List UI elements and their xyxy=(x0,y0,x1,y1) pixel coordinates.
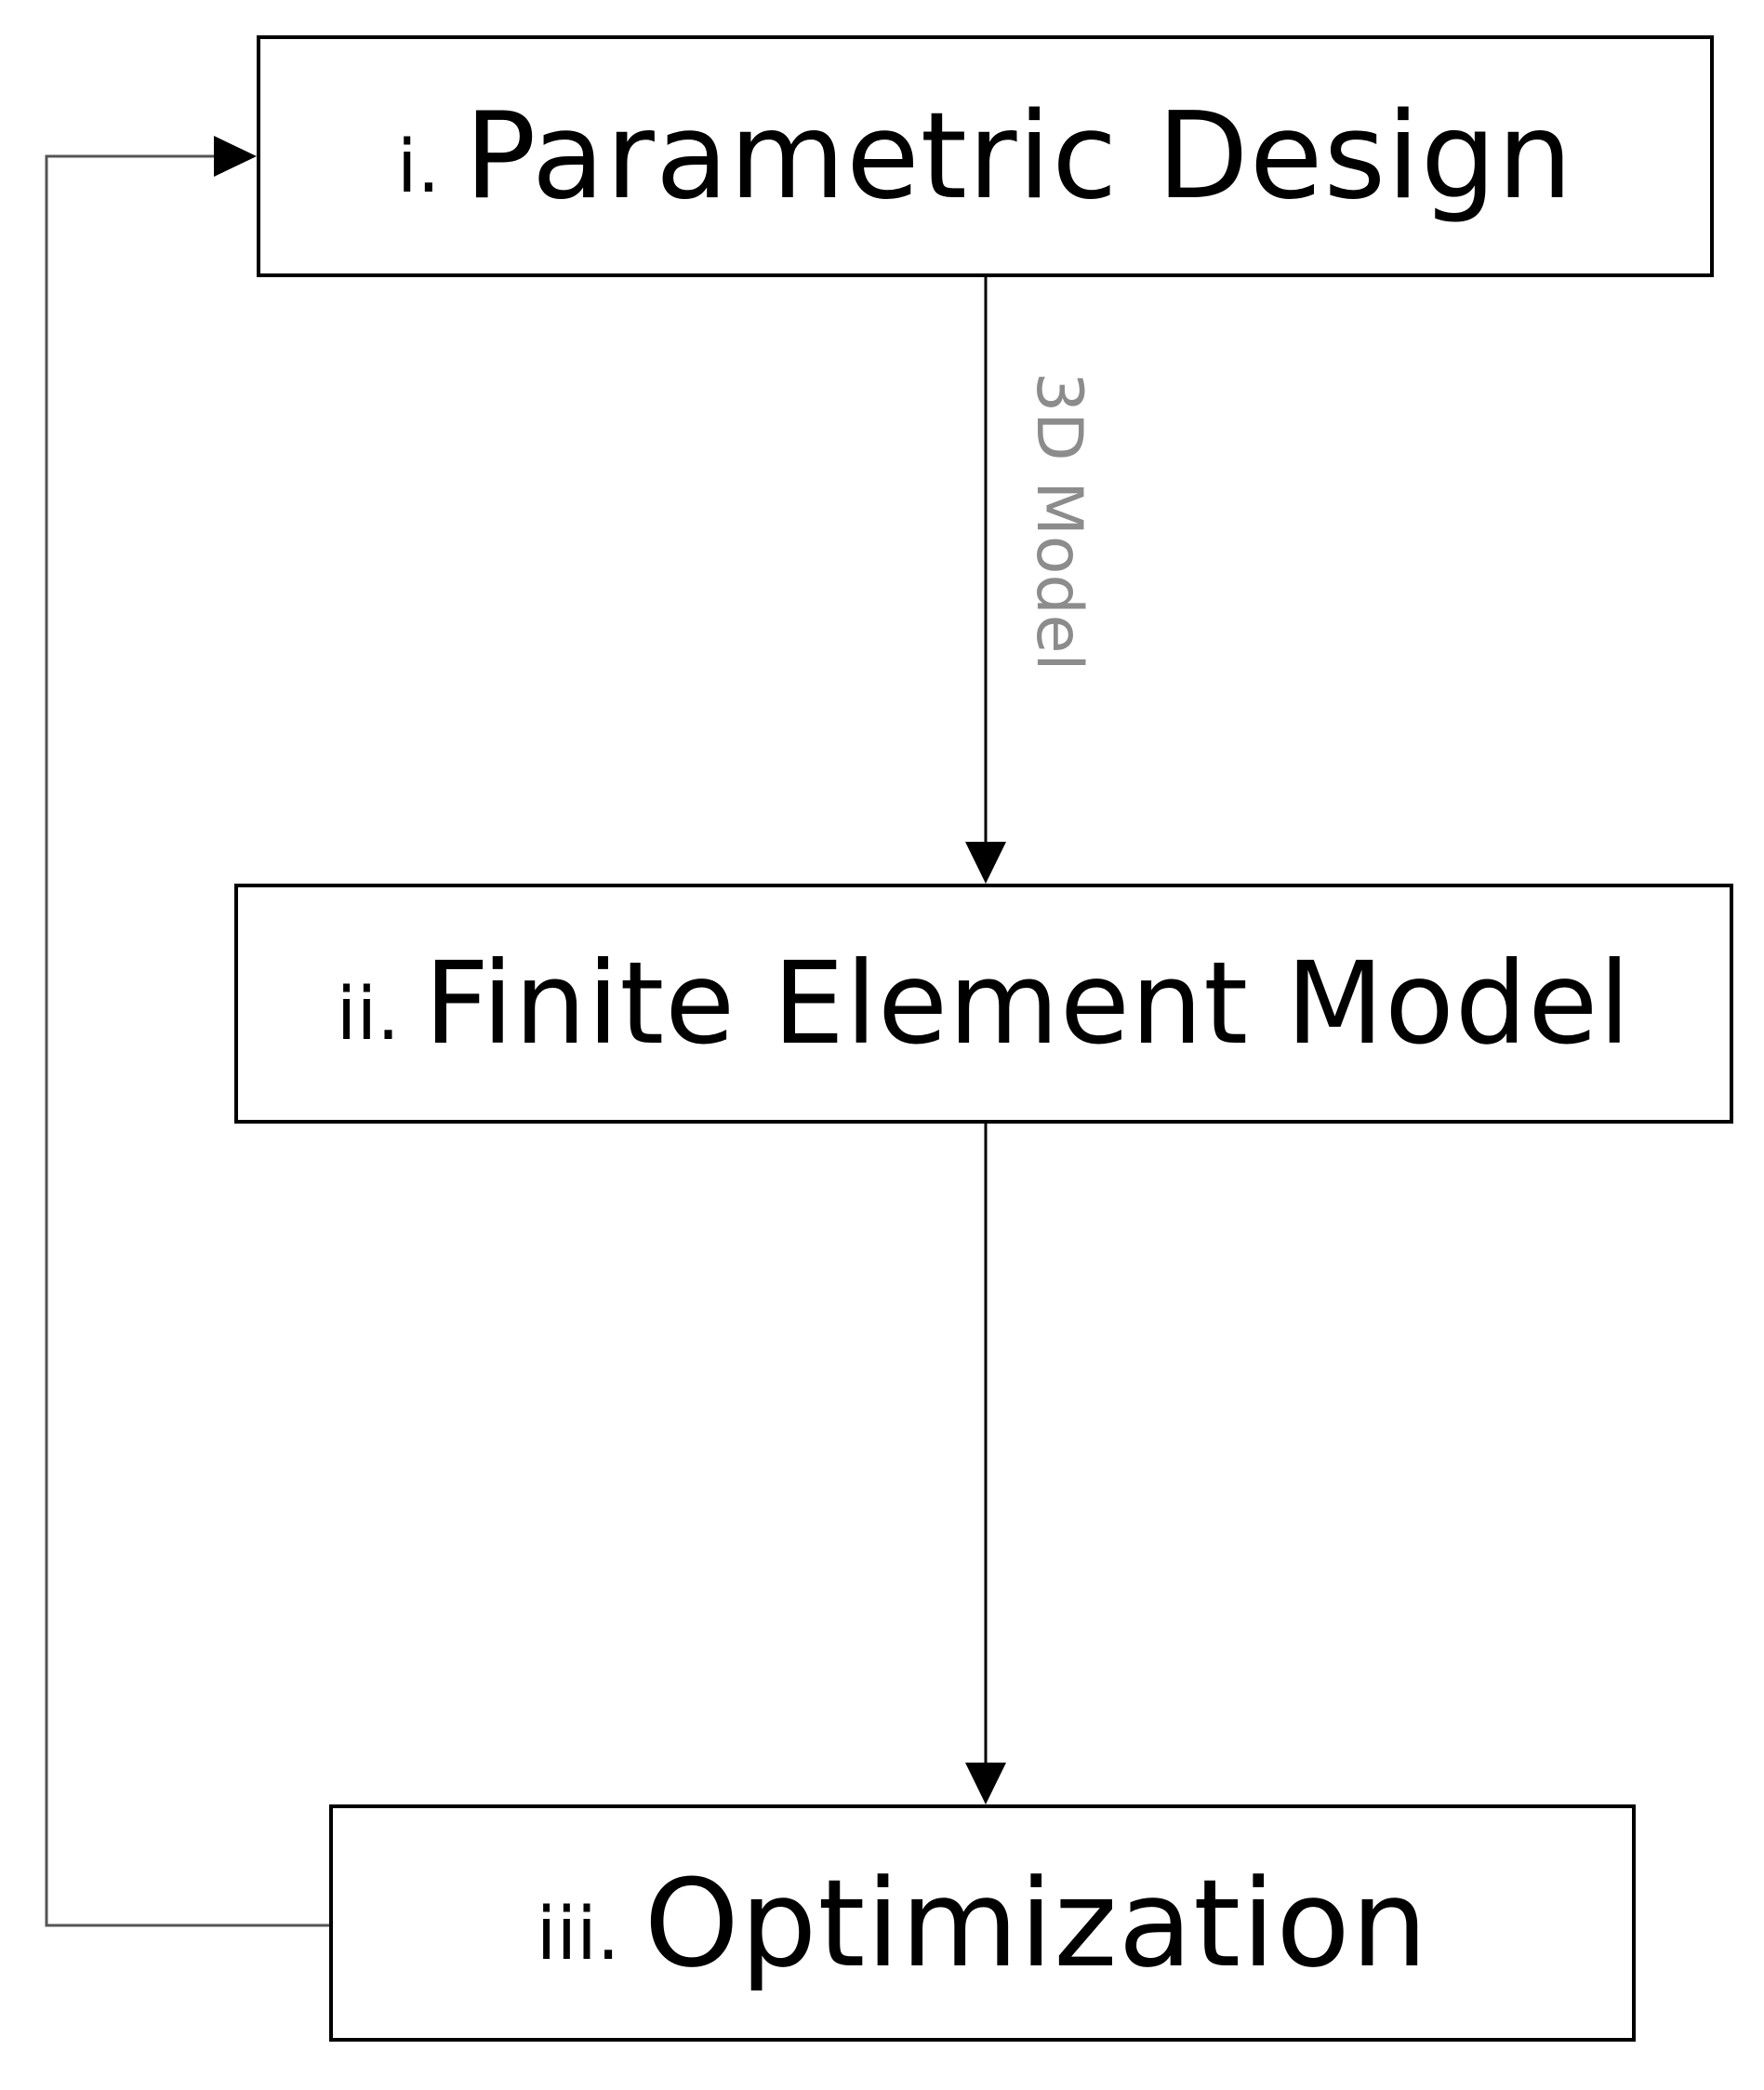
arrowhead-down-icon xyxy=(965,842,1006,884)
edge-parametric-to-fem xyxy=(965,277,1006,884)
node-finite-element-model[interactable]: ii. Finite Element Model xyxy=(234,884,1733,1124)
node-label: Finite Element Model xyxy=(423,938,1632,1070)
arrowhead-right-icon xyxy=(214,136,257,177)
node-label: Parametric Design xyxy=(464,87,1574,226)
arrowhead-down-icon xyxy=(965,1763,1006,1804)
node-number: ii. xyxy=(336,973,400,1057)
feedback-loop-line xyxy=(45,154,329,1927)
edge-fem-to-optimization xyxy=(965,1124,1006,1804)
edge-optimization-to-parametric xyxy=(45,136,329,1927)
node-optimization[interactable]: iii. Optimization xyxy=(329,1804,1636,2042)
node-label: Optimization xyxy=(643,1852,1429,1994)
node-number: iii. xyxy=(536,1892,620,1977)
node-parametric-design[interactable]: i. Parametric Design xyxy=(257,35,1714,277)
node-number: i. xyxy=(396,126,441,209)
edge-label-3d-model: 3D Model xyxy=(1022,372,1095,672)
